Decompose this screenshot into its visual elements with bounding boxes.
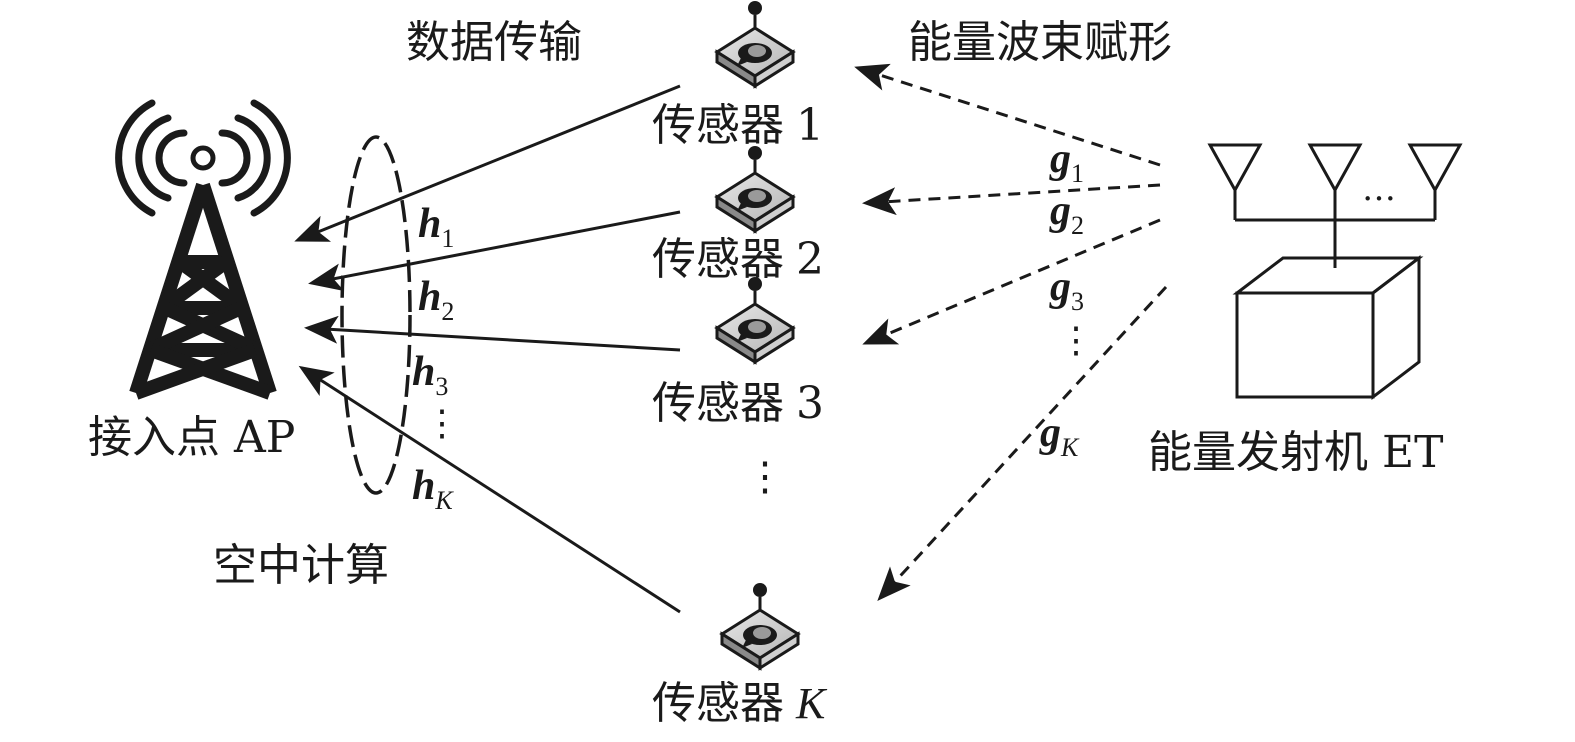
g2-label: g2 xyxy=(1049,188,1084,240)
energy-arrow-2 xyxy=(862,183,1161,216)
sensor-K-index: K xyxy=(795,679,828,728)
data-arrow-3 xyxy=(304,315,681,352)
sensor-node-icon xyxy=(715,0,795,88)
sensor-2-index: 2 xyxy=(796,234,824,285)
antenna-array-icon xyxy=(1207,143,1463,268)
h2-label: h2 xyxy=(418,274,454,326)
h-vertical-dots: ⋮ xyxy=(424,403,460,444)
sensor-2-prefix: 传感器 xyxy=(652,234,784,285)
et-label: 能量发射机 ET xyxy=(1148,427,1443,478)
h3-label: h3 xyxy=(412,349,448,401)
sensor-K-prefix: 传感器 xyxy=(652,678,784,729)
energy-transmitter-box xyxy=(1232,254,1424,401)
gK-label: gK xyxy=(1039,410,1080,462)
g-vertical-dots: ⋮ xyxy=(1058,320,1094,361)
hK-label: hK xyxy=(412,463,454,515)
energy-arrow-1 xyxy=(854,63,1161,167)
sensor-3-prefix: 传感器 xyxy=(652,378,784,429)
data-arrow-2 xyxy=(308,210,681,292)
sensor-3-index: 3 xyxy=(796,378,824,429)
sensor-vertical-dots: ⋮ xyxy=(745,454,785,500)
data-arrow-K xyxy=(298,365,681,614)
over-the-air-ellipse xyxy=(340,135,412,495)
sensor-node-icon xyxy=(720,581,800,670)
radio-tower-icon xyxy=(115,99,291,400)
h1-label: h1 xyxy=(418,201,454,253)
sensor-1-index: 1 xyxy=(796,100,824,151)
energy-transmitter: … xyxy=(1207,143,1463,401)
energy-arrow-3 xyxy=(862,218,1161,345)
ota-computation-label: 空中计算 xyxy=(213,540,389,591)
g1-label: g1 xyxy=(1049,136,1084,188)
energy-arrow-K xyxy=(877,285,1168,601)
sensor-1-prefix: 传感器 xyxy=(652,100,784,151)
g3-label: g3 xyxy=(1049,264,1084,316)
data-arrow-1 xyxy=(294,84,681,242)
data-transmission-label: 数据传输 xyxy=(406,17,582,68)
sensor-node-icon xyxy=(715,275,795,364)
sensor-node-icon xyxy=(715,144,795,233)
antenna-dots: … xyxy=(1362,169,1396,209)
ap-label: 接入点 AP xyxy=(88,412,295,463)
energy-beamforming-label: 能量波束赋形 xyxy=(908,17,1172,68)
